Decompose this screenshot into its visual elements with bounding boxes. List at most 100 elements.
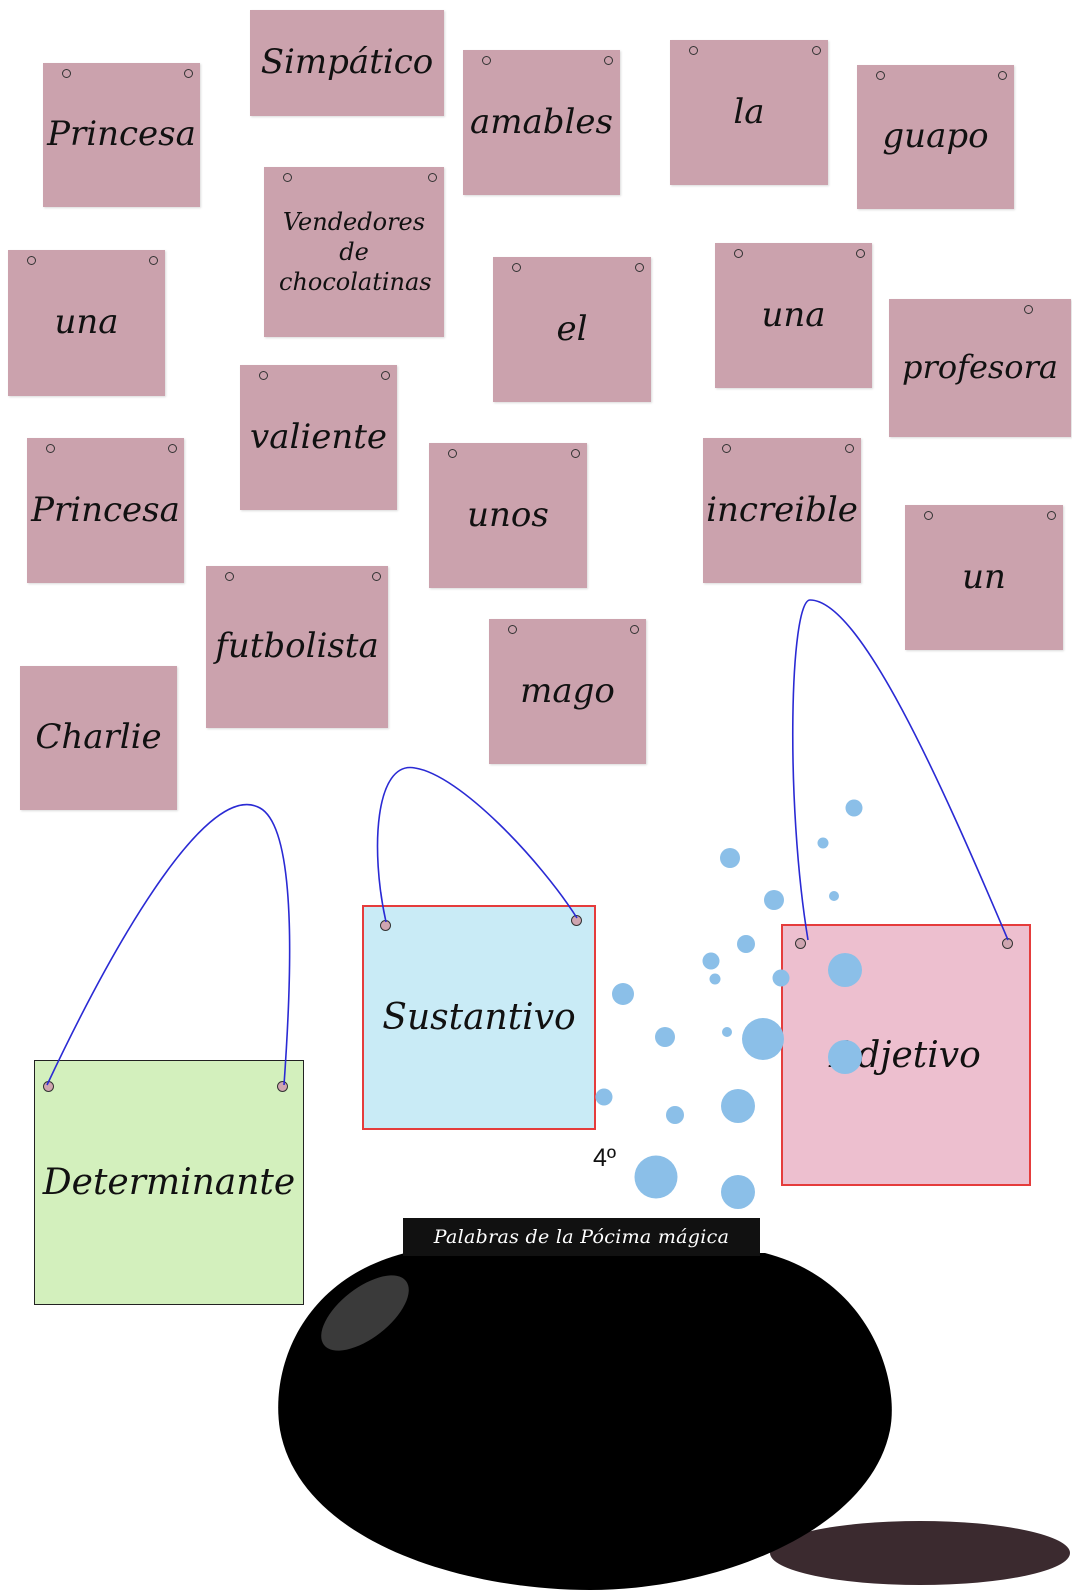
card-hole-icon (184, 69, 193, 78)
word-card[interactable]: profesora (889, 299, 1071, 437)
word-card[interactable]: Princesa (27, 438, 184, 583)
card-hole-icon (283, 173, 292, 182)
cauldron-body (278, 1253, 892, 1590)
card-hole-icon (604, 56, 613, 65)
bubble-icon (764, 890, 784, 910)
word-card[interactable]: amables (463, 50, 620, 195)
bubble-icon (829, 891, 839, 901)
card-hole-icon (1047, 511, 1056, 520)
determinante-bin[interactable]: Determinante (34, 1060, 304, 1305)
word-card[interactable]: unos (429, 443, 587, 588)
bubble-icon (845, 799, 863, 817)
card-hole-icon (630, 625, 639, 634)
bin-hole-icon (1002, 938, 1013, 949)
bubble-icon (612, 983, 634, 1005)
level-indicator: 4º (593, 1144, 617, 1172)
card-hole-icon (62, 69, 71, 78)
word-card-label: Simpático (260, 42, 434, 83)
word-card[interactable]: Princesa (43, 63, 200, 207)
card-hole-icon (46, 444, 55, 453)
bubble-icon (655, 1027, 675, 1047)
card-hole-icon (512, 263, 521, 272)
word-card[interactable]: Charlie (20, 666, 177, 810)
word-card-label: Charlie (35, 717, 162, 758)
word-card-label: una (761, 294, 826, 335)
card-hole-icon (689, 46, 698, 55)
word-card-label: Princesa (47, 114, 196, 155)
word-card-label: Princesa (31, 489, 180, 530)
word-card[interactable]: Vendedores de chocolatinas (264, 167, 444, 337)
word-card-label: valiente (249, 416, 388, 457)
bin-hole-icon (795, 938, 806, 949)
determinante-bin-label: Determinante (42, 1162, 296, 1203)
card-hole-icon (225, 572, 234, 581)
card-hole-icon (998, 71, 1007, 80)
word-card-label: futbolista (215, 626, 379, 667)
card-hole-icon (372, 572, 381, 581)
word-card-label: mago (520, 670, 615, 711)
word-card[interactable]: mago (489, 619, 646, 764)
bubble-icon (595, 1088, 613, 1106)
card-hole-icon (635, 263, 644, 272)
bubble-icon (721, 1175, 755, 1209)
card-hole-icon (381, 371, 390, 380)
word-card-label: Vendedores de chocolatinas (279, 208, 432, 296)
word-card-label: la (733, 91, 765, 132)
cauldron-shadow (770, 1521, 1070, 1585)
word-card-label: profesora (902, 348, 1058, 387)
word-card-label: increible (706, 489, 858, 530)
card-hole-icon (722, 444, 731, 453)
word-card[interactable]: futbolista (206, 566, 388, 728)
card-hole-icon (259, 371, 268, 380)
sustantivo-bin-label: Sustantivo (382, 997, 576, 1038)
bubble-icon (817, 837, 829, 849)
word-card[interactable]: valiente (240, 365, 397, 510)
word-card[interactable]: guapo (857, 65, 1014, 209)
card-hole-icon (428, 173, 437, 182)
cauldron-title: Palabras de la Pócima mágica (403, 1218, 760, 1256)
bubble-icon (737, 935, 755, 953)
card-hole-icon (571, 449, 580, 458)
bubble-icon (709, 973, 721, 985)
word-card[interactable]: una (715, 243, 872, 388)
adjetivo-bin-label: Adjetivo (831, 1034, 981, 1076)
word-card-label: amables (470, 101, 613, 142)
bubble-icon (721, 1089, 755, 1123)
bubble-icon (666, 1106, 684, 1124)
card-hole-icon (1024, 305, 1033, 314)
bin-hole-icon (571, 915, 582, 926)
card-hole-icon (876, 71, 885, 80)
sustantivo-bin[interactable]: Sustantivo (362, 905, 596, 1130)
card-hole-icon (168, 444, 177, 453)
word-card-label: el (556, 308, 588, 349)
card-hole-icon (448, 449, 457, 458)
card-hole-icon (734, 249, 743, 258)
bubble-icon (722, 1027, 732, 1037)
word-card-label: guapo (882, 116, 989, 157)
word-card[interactable]: la (670, 40, 828, 185)
card-hole-icon (845, 444, 854, 453)
card-hole-icon (856, 249, 865, 258)
word-card-label: unos (467, 494, 549, 535)
word-card[interactable]: increible (703, 438, 861, 583)
adjetivo-bin[interactable]: Adjetivo (781, 924, 1031, 1186)
card-hole-icon (27, 256, 36, 265)
bin-hole-icon (43, 1081, 54, 1092)
card-hole-icon (482, 56, 491, 65)
word-card[interactable]: un (905, 505, 1063, 650)
bin-hole-icon (277, 1081, 288, 1092)
card-hole-icon (924, 511, 933, 520)
card-hole-icon (812, 46, 821, 55)
card-hole-icon (508, 625, 517, 634)
bubble-icon (634, 1155, 678, 1199)
bubble-icon (720, 848, 740, 868)
word-card[interactable]: el (493, 257, 651, 402)
adjetivo-string (791, 599, 1009, 941)
card-hole-icon (149, 256, 158, 265)
cauldron (278, 1253, 1070, 1590)
sustantivo-string (376, 766, 578, 923)
word-card[interactable]: Simpático (250, 10, 444, 116)
word-card[interactable]: una (8, 250, 165, 396)
determinante-string (46, 803, 291, 1086)
cauldron-highlight (321, 1275, 409, 1351)
